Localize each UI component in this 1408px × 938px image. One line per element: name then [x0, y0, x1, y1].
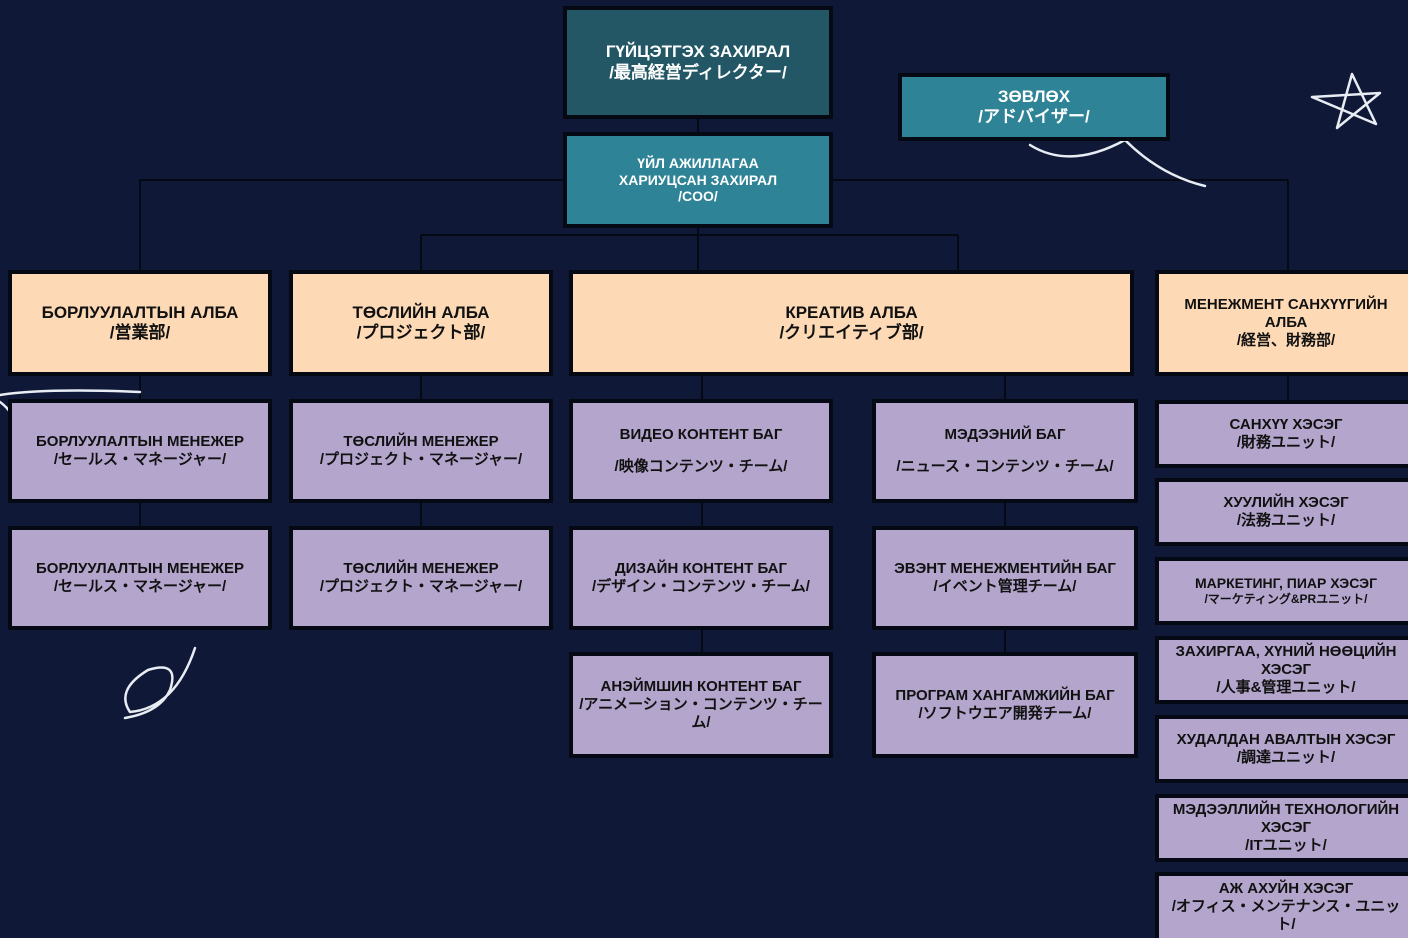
team-project-manager: ТӨСЛИЙН МЕНЕЖЕР /プロジェクト・マネージャー/ — [289, 399, 553, 503]
arc-doodle — [0, 389, 142, 397]
unit-title: САНХҮҮ ХЭСЭГ — [1229, 416, 1343, 433]
team-design-content: ДИЗАЙН КОНТЕНТ БАГ /デザイン・コンテンツ・チーム/ — [569, 526, 833, 630]
team-title: ТӨСЛИЙН МЕНЕЖЕР — [343, 433, 499, 450]
unit-subtitle: /人事&管理ユニット/ — [1216, 679, 1356, 696]
team-subtitle: /ソフトウエア開発チーム/ — [918, 705, 1092, 722]
team-subtitle: /プロジェクト・マネージャー/ — [319, 451, 523, 468]
team-subtitle: /アニメーション・コンテンツ・チーム/ — [579, 696, 823, 731]
team-title: МЭДЭЭНИЙ БАГ — [944, 426, 1066, 443]
team-sales-manager: БОРЛУУЛАЛТЫН МЕНЕЖЕР /セールス・マネージャー/ — [8, 399, 272, 503]
unit-subtitle: /オフィス・メンテナンス・ユニット/ — [1171, 898, 1401, 933]
team-event-management: ЭВЭНТ МЕНЕЖМЕНТИЙН БАГ /イベント管理チーム/ — [872, 526, 1138, 630]
loop-doodle — [123, 646, 197, 720]
team-subtitle: /ニュース・コンテンツ・チーム/ — [896, 458, 1114, 475]
advisor-box: ЗӨВЛӨХ /アドバイザー/ — [898, 73, 1170, 141]
department-title: МЕНЕЖМЕНТ САНХҮҮГИЙН АЛБА — [1184, 296, 1388, 331]
ceo-box: ГҮЙЦЭТГЭХ ЗАХИРАЛ /最高経営ディレクター/ — [563, 6, 833, 119]
department-title: ТӨСЛИЙН АЛБА — [352, 302, 490, 322]
coo-line3: /COO/ — [678, 188, 718, 205]
unit-title: АЖ АХУЙН ХЭСЭГ — [1218, 880, 1354, 897]
advisor-title: ЗӨВЛӨХ — [997, 86, 1071, 106]
unit-finance: САНХҮҮ ХЭСЭГ /財務ユニット/ — [1155, 400, 1408, 468]
unit-title: МЭДЭЭЛЛИЙН ТЕХНОЛОГИЙН ХЭСЭГ — [1172, 801, 1400, 836]
unit-title: ХУУЛИЙН ХЭСЭГ — [1223, 494, 1349, 511]
unit-subtitle: /法務ユニット/ — [1236, 512, 1336, 529]
advisor-subtitle: /アドバイザー/ — [978, 107, 1090, 126]
team-title: ДИЗАЙН КОНТЕНТ БАГ — [614, 560, 787, 577]
team-title: ПРОГРАМ ХАНГАМЖИЙН БАГ — [895, 687, 1115, 704]
team-title: АНЭЙМШИН КОНТЕНТ БАГ — [600, 678, 802, 695]
team-subtitle: /デザイン・コンテンツ・チーム/ — [592, 578, 810, 595]
unit-subtitle: /マーケティング&PRユニット/ — [1204, 592, 1368, 607]
unit-subtitle: /ITユニット/ — [1245, 837, 1327, 854]
ceo-title: ГҮЙЦЭТГЭХ ЗАХИРАЛ — [605, 42, 791, 62]
team-title: БОРЛУУЛАЛТЫН МЕНЕЖЕР — [36, 433, 244, 450]
department-title: КРЕАТИВ АЛБА — [785, 302, 918, 322]
department-subtitle: /営業部/ — [109, 323, 171, 342]
star-doodle — [1310, 72, 1382, 130]
department-management: МЕНЕЖМЕНТ САНХҮҮГИЙН АЛБА /経営、財務部/ — [1155, 270, 1408, 376]
coo-line1: ҮЙЛ АЖИЛЛАГАА — [637, 154, 759, 171]
team-subtitle: /イベント管理チーム/ — [933, 578, 1077, 595]
team-title: ЭВЭНТ МЕНЕЖМЕНТИЙН БАГ — [894, 560, 1116, 577]
unit-title: ЗАХИРГАА, ХҮНИЙ НӨӨЦИЙН ХЭСЭГ — [1175, 643, 1397, 678]
department-subtitle: /プロジェクト部/ — [356, 323, 486, 342]
unit-subtitle: /財務ユニット/ — [1236, 434, 1336, 451]
team-subtitle: /プロジェクト・マネージャー/ — [319, 578, 523, 595]
team-sales-manager: БОРЛУУЛАЛТЫН МЕНЕЖЕР /セールス・マネージャー/ — [8, 526, 272, 630]
ceo-subtitle: /最高経営ディレクター/ — [609, 62, 787, 82]
unit-legal: ХУУЛИЙН ХЭСЭГ /法務ユニット/ — [1155, 478, 1408, 546]
team-subtitle: /映像コンテンツ・チーム/ — [614, 458, 788, 475]
unit-it: МЭДЭЭЛЛИЙН ТЕХНОЛОГИЙН ХЭСЭГ /ITユニット/ — [1155, 794, 1408, 862]
team-video-content: ВИДЕО КОНТЕНТ БАГ /映像コンテンツ・チーム/ — [569, 399, 833, 503]
team-subtitle: /セールス・マネージャー/ — [53, 451, 227, 468]
team-title: ТӨСЛИЙН МЕНЕЖЕР — [343, 560, 499, 577]
department-sales: БОРЛУУЛАЛТЫН АЛБА /営業部/ — [8, 270, 272, 376]
team-subtitle: /セールス・マネージャー/ — [53, 578, 227, 595]
coo-line2: ХАРИУЦСАН ЗАХИРАЛ — [618, 171, 778, 188]
coo-box: ҮЙЛ АЖИЛЛАГАА ХАРИУЦСАН ЗАХИРАЛ /COO/ — [563, 132, 833, 228]
unit-marketing-pr: МАРКЕТИНГ, ПИАР ХЭСЭГ /マーケティング&PRユニット/ — [1155, 557, 1408, 625]
department-subtitle: /経営、財務部/ — [1236, 332, 1336, 349]
team-software-development: ПРОГРАМ ХАНГАМЖИЙН БАГ /ソフトウエア開発チーム/ — [872, 652, 1138, 758]
team-news: МЭДЭЭНИЙ БАГ /ニュース・コンテンツ・チーム/ — [872, 399, 1138, 503]
unit-office-maintenance: АЖ АХУЙН ХЭСЭГ /オフィス・メンテナンス・ユニット/ — [1155, 872, 1408, 938]
unit-hr-administration: ЗАХИРГАА, ХҮНИЙ НӨӨЦИЙН ХЭСЭГ /人事&管理ユニット… — [1155, 636, 1408, 704]
team-animation-content: АНЭЙМШИН КОНТЕНТ БАГ /アニメーション・コンテンツ・チーム/ — [569, 652, 833, 758]
unit-title: ХУДАЛДАН АВАЛТЫН ХЭСЭГ — [1176, 731, 1396, 748]
department-subtitle: /クリエイティブ部/ — [779, 323, 924, 342]
department-project: ТӨСЛИЙН АЛБА /プロジェクト部/ — [289, 270, 553, 376]
unit-title: МАРКЕТИНГ, ПИАР ХЭСЭГ — [1194, 575, 1378, 592]
team-project-manager: ТӨСЛИЙН МЕНЕЖЕР /プロジェクト・マネージャー/ — [289, 526, 553, 630]
department-creative: КРЕАТИВ АЛБА /クリエイティブ部/ — [569, 270, 1134, 376]
team-title: БОРЛУУЛАЛТЫН МЕНЕЖЕР — [36, 560, 244, 577]
team-title: ВИДЕО КОНТЕНТ БАГ — [619, 426, 783, 443]
department-title: БОРЛУУЛАЛТЫН АЛБА — [41, 302, 239, 322]
unit-procurement: ХУДАЛДАН АВАЛТЫН ХЭСЭГ /調達ユニット/ — [1155, 715, 1408, 783]
unit-subtitle: /調達ユニット/ — [1236, 749, 1336, 766]
